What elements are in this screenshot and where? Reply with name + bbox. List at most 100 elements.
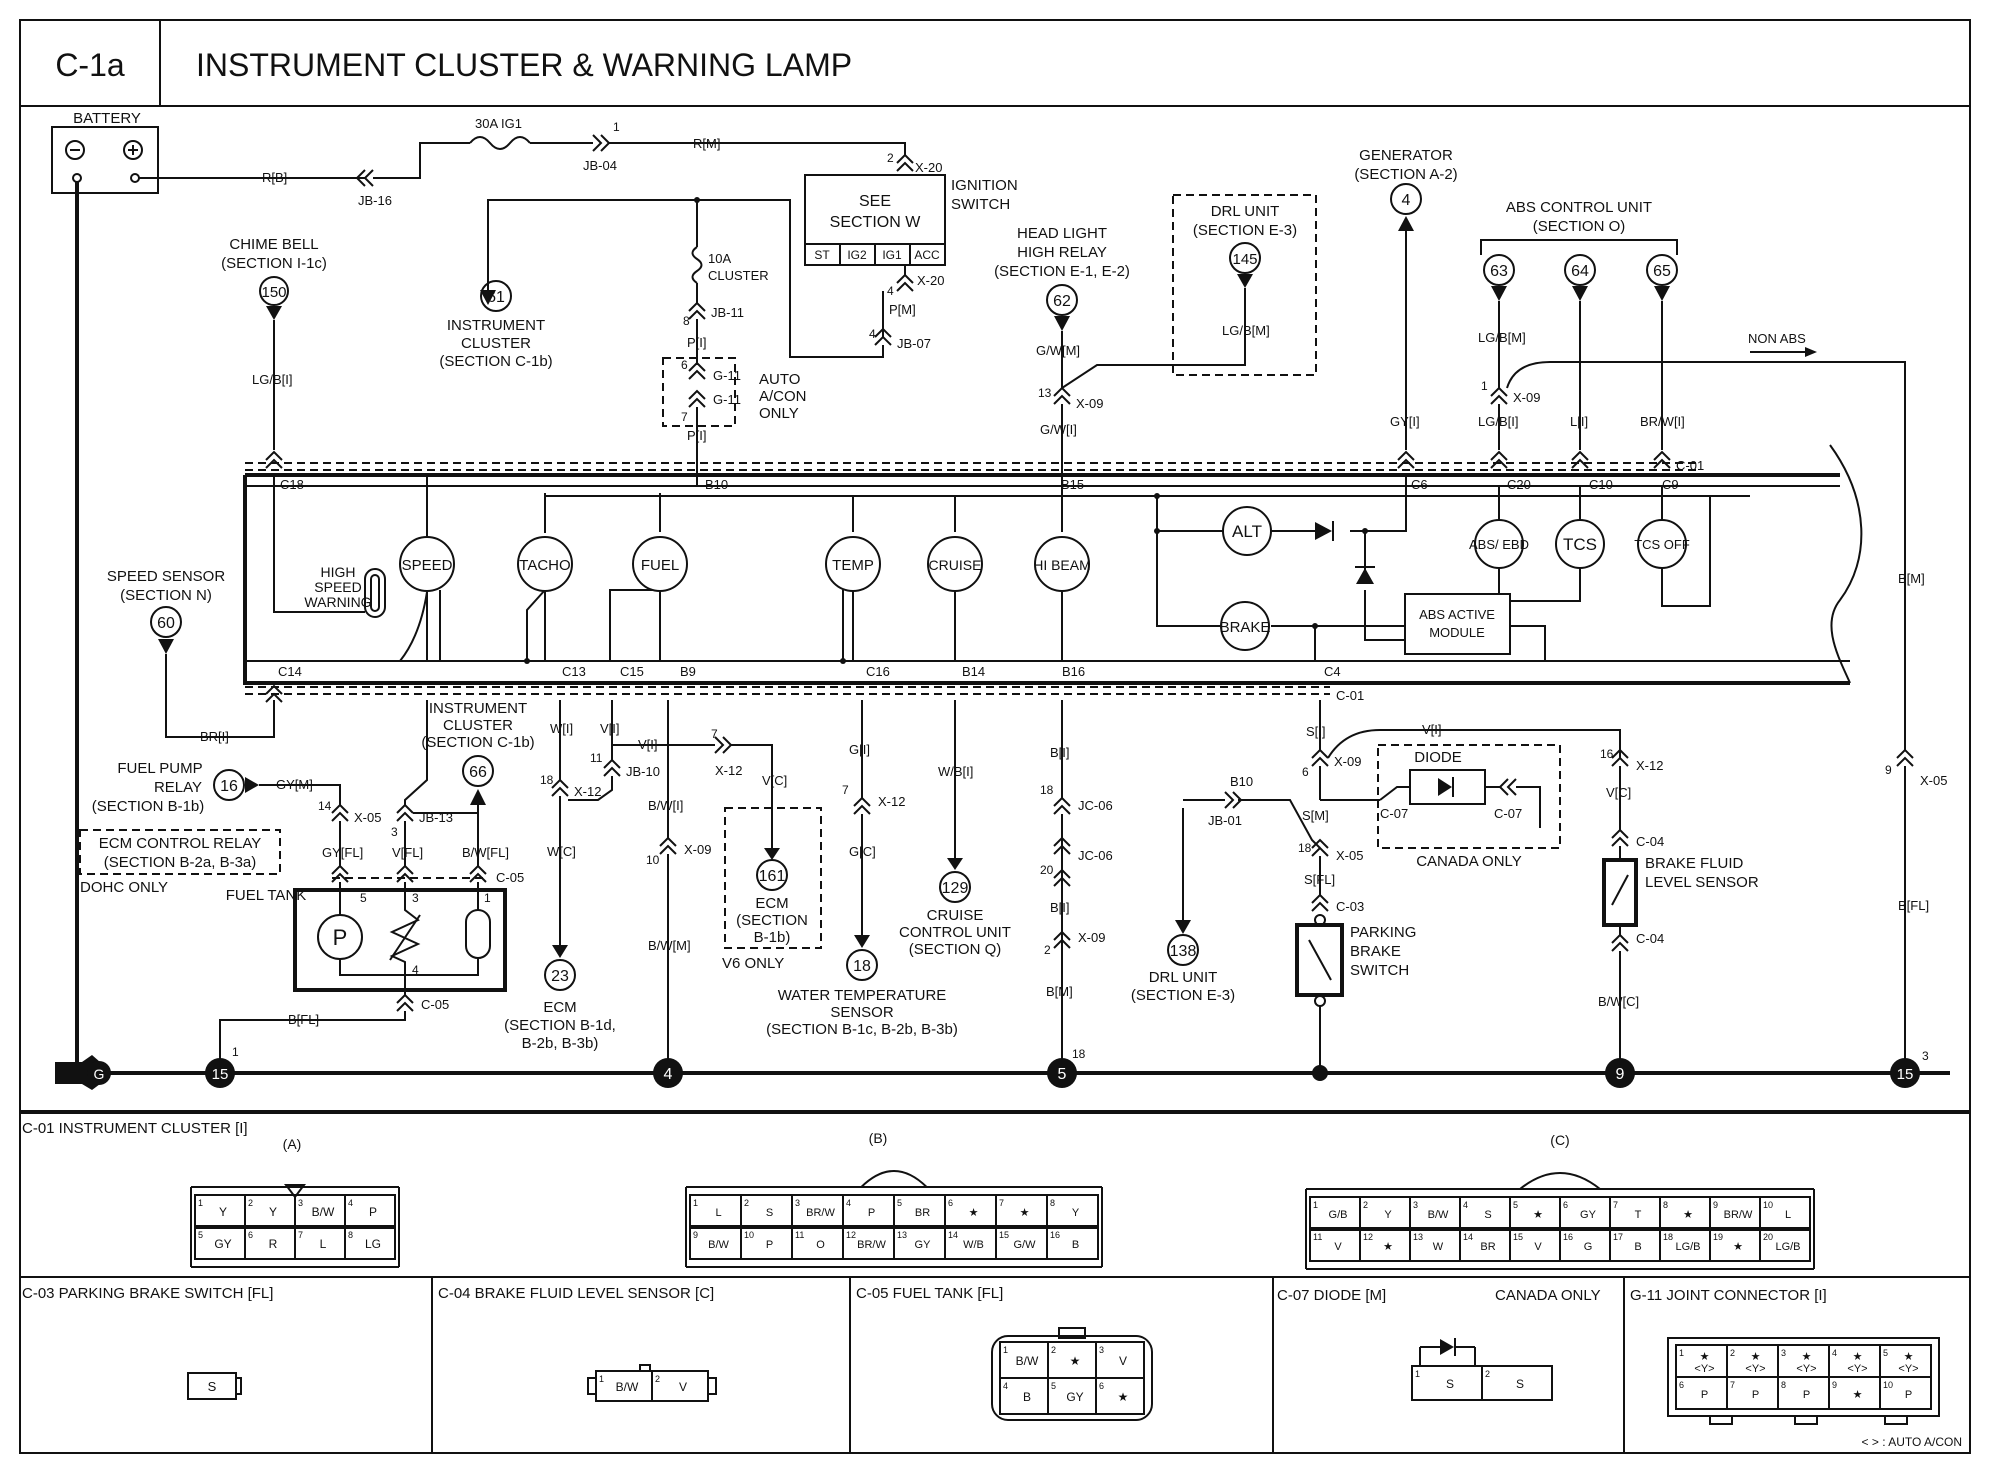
svg-text:ONLY: ONLY (759, 405, 799, 422)
svg-text:HIGH RELAY: HIGH RELAY (1017, 244, 1107, 261)
svg-text:MODULE: MODULE (1429, 625, 1485, 640)
pin-wire-color: V (679, 1380, 687, 1394)
pin-wire-color: BR/W (806, 1207, 835, 1219)
svg-text:129: 129 (942, 880, 969, 897)
svg-text:(SECTION E-1, E-2): (SECTION E-1, E-2) (994, 263, 1130, 280)
svg-text:V[I]: V[I] (600, 721, 620, 736)
svg-text:(SECTION B-1d,: (SECTION B-1d, (504, 1017, 616, 1034)
svg-text:11: 11 (590, 751, 603, 765)
svg-text:15: 15 (1897, 1066, 1914, 1083)
pin-number: 4 (846, 1198, 851, 1208)
gauge-fuel: FUEL (632, 536, 688, 592)
svg-text:V[FL]: V[FL] (392, 845, 423, 860)
svg-text:DIODE: DIODE (1414, 749, 1462, 766)
pin-wire-color: P (1905, 1389, 1912, 1401)
pin-number: 2 (1485, 1369, 1490, 1379)
pin-wire-color: ★ (969, 1207, 979, 1219)
svg-text:LEVEL SENSOR: LEVEL SENSOR (1645, 874, 1759, 891)
pin-number: 13 (897, 1230, 907, 1240)
page-title: INSTRUMENT CLUSTER & WARNING LAMP (196, 47, 852, 83)
pin-number: 3 (298, 1198, 303, 1208)
connector-c07-title: C-07 DIODE [M] (1277, 1287, 1386, 1304)
pin-number: 4 (1463, 1200, 1468, 1210)
svg-text:7: 7 (842, 783, 849, 797)
svg-text:X-05: X-05 (1920, 773, 1947, 788)
svg-text:BR[I]: BR[I] (200, 729, 229, 744)
brake-fluid-level-sensor: BRAKE FLUID LEVEL SENSOR (1602, 855, 1759, 927)
pin-wire-color: S (1516, 1377, 1524, 1391)
svg-text:P[I]: P[I] (687, 335, 707, 350)
pin-number: 9 (1832, 1380, 1837, 1390)
svg-text:TCS: TCS (1563, 535, 1597, 554)
pin-number: 11 (1313, 1232, 1322, 1242)
pin-wire-color: GY (1580, 1209, 1597, 1221)
svg-text:P: P (333, 925, 348, 950)
svg-text:RELAY: RELAY (154, 779, 202, 796)
svg-text:FUEL: FUEL (641, 557, 679, 574)
parking-brake-switch: PARKING BRAKE SWITCH (1295, 914, 1416, 1007)
svg-text:10A: 10A (708, 251, 731, 266)
connector-c05-title: C-05 FUEL TANK [FL] (856, 1285, 1003, 1302)
pin-number: 8 (1781, 1380, 1786, 1390)
svg-text:P[I]: P[I] (687, 428, 707, 443)
svg-text:16: 16 (1600, 747, 1614, 761)
svg-text:(SECTION E-3): (SECTION E-3) (1193, 222, 1297, 239)
svg-text:C-07: C-07 (1494, 806, 1522, 821)
svg-text:(SECTION N): (SECTION N) (120, 587, 212, 604)
indicator-cruise: CRUISE (927, 536, 983, 592)
pin-number: 5 (1513, 1200, 1518, 1210)
svg-text:SPEED: SPEED (402, 557, 453, 574)
svg-text:B9: B9 (680, 664, 696, 679)
pin-number: 19 (1713, 1232, 1723, 1242)
pin-number: 20 (1763, 1232, 1773, 1242)
pin-number: 17 (1613, 1232, 1623, 1242)
svg-text:3: 3 (1922, 1049, 1929, 1063)
svg-text:JC-06: JC-06 (1078, 848, 1113, 863)
pin-number: 2 (1363, 1200, 1368, 1210)
pin-wire-color: P (868, 1207, 875, 1219)
ref-chime-bell: CHIME BELL (SECTION I-1c) 150 LG/B[I] (221, 236, 327, 450)
pin-number: 18 (1663, 1232, 1673, 1242)
svg-text:INSTRUMENT: INSTRUMENT (447, 317, 545, 334)
pin-number: 5 (1883, 1348, 1888, 1358)
svg-text:145: 145 (1232, 251, 1257, 268)
pin-number: 3 (1413, 1200, 1418, 1210)
pin-wire-color: ★ (1020, 1207, 1030, 1219)
svg-text:(SECTION E-3): (SECTION E-3) (1131, 987, 1235, 1004)
svg-text:CRUISE: CRUISE (929, 557, 982, 573)
connector-c01-c: (C) 1G/B2Y3B/W4S5★6GY7T8★9BR/W10L11V12★1… (1305, 1132, 1815, 1270)
svg-text:HIGH: HIGH (321, 564, 356, 580)
svg-text:JB-16: JB-16 (358, 193, 392, 208)
svg-text:C4: C4 (1324, 664, 1341, 679)
svg-text:LG/B[M]: LG/B[M] (1478, 330, 1526, 345)
svg-text:IG2: IG2 (847, 248, 867, 262)
ref-ecm-23: 23 ECM (SECTION B-1d, B-2b, B-3b) (504, 959, 616, 1052)
svg-text:(SECTION O): (SECTION O) (1533, 218, 1626, 235)
svg-text:62: 62 (1053, 293, 1071, 310)
svg-text:BRAKE: BRAKE (1350, 943, 1401, 960)
pin-wire-color: B (1634, 1241, 1641, 1253)
svg-text:G-11: G-11 (713, 392, 741, 407)
pin-number: 7 (1613, 1200, 1618, 1210)
pin-number: 4 (348, 1198, 353, 1208)
abs-active-module: ABS ACTIVE MODULE (1404, 593, 1511, 655)
ref-drl-unit-145: DRL UNIT (SECTION E-3) 145 LG/B[M] (1061, 194, 1317, 389)
pin-wire-color: Y (269, 1205, 277, 1219)
svg-text:7: 7 (681, 410, 688, 424)
pin-wire-color: <Y> (1847, 1363, 1867, 1375)
pin-number: 16 (1563, 1232, 1573, 1242)
ref-instrument-cluster-66: INSTRUMENT CLUSTER (SECTION C-1b) 66 (421, 700, 535, 787)
pin-number: 14 (948, 1230, 958, 1240)
pin-wire-color: S (1446, 1377, 1454, 1391)
svg-text:B-2b, B-3b): B-2b, B-3b) (522, 1035, 599, 1052)
svg-text:C20: C20 (1507, 477, 1531, 492)
svg-text:B[M]: B[M] (1898, 571, 1925, 586)
pin-wire-color: GY (214, 1237, 231, 1251)
svg-text:(SECTION A-2): (SECTION A-2) (1354, 166, 1457, 183)
svg-text:3: 3 (412, 891, 419, 905)
pin-number: 1 (693, 1198, 698, 1208)
svg-text:G-11: G-11 (713, 368, 741, 383)
pin-number: 12 (846, 1230, 856, 1240)
svg-text:TEMP: TEMP (832, 557, 874, 574)
svg-text:AUTO: AUTO (759, 371, 800, 388)
